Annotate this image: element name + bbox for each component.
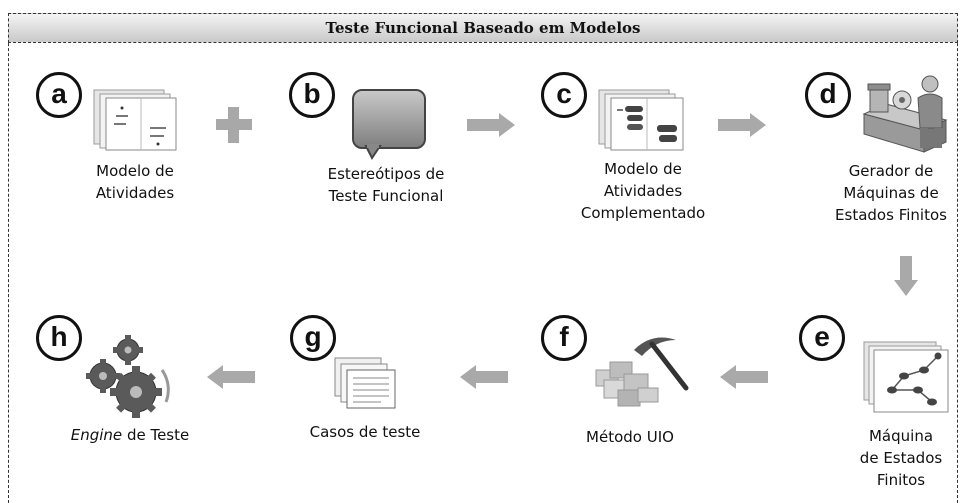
- label-line: Modelo de: [604, 160, 682, 178]
- activity-diagram-icon: [93, 89, 177, 151]
- badge-b: b: [289, 72, 335, 118]
- label-rest: de Teste: [122, 426, 190, 444]
- label-line: Casos de teste: [309, 423, 421, 441]
- label-casos-teste: Casos de teste: [300, 421, 430, 443]
- label-line: Máquinas de: [843, 184, 939, 202]
- label-line: de Estados: [859, 449, 943, 467]
- label-line: Gerador de: [848, 162, 934, 180]
- label-italic: Engine: [70, 426, 123, 444]
- pickaxe-blocks-icon: [595, 337, 689, 407]
- generator-machine-icon: [862, 75, 948, 153]
- arrow-down-icon: [894, 256, 918, 296]
- label-line: Estados Finitos: [835, 206, 947, 224]
- arrow-left-icon: [207, 365, 255, 389]
- badge-h: h: [36, 315, 82, 361]
- arrow-right-icon: [467, 113, 515, 137]
- speech-bubble-icon: [352, 89, 426, 160]
- label-line: Teste Funcional: [328, 187, 444, 205]
- arrow-left-icon: [720, 365, 768, 389]
- badge-a: a: [36, 72, 82, 118]
- label-line: Complementado: [580, 204, 706, 222]
- annotated-diagram-icon: [598, 89, 684, 151]
- state-machine-icon: [863, 341, 949, 413]
- diagram-frame: [8, 13, 958, 503]
- label-line: Atividades: [95, 184, 175, 202]
- badge-f: f: [541, 315, 587, 361]
- label-estereotipos: Estereótipos de Teste Funcional: [306, 163, 466, 207]
- plus-icon: [216, 107, 252, 143]
- badge-d: d: [805, 72, 851, 118]
- badge-g: g: [290, 315, 336, 361]
- badge-c: c: [541, 72, 587, 118]
- label-metodo-uio: Método UIO: [565, 426, 695, 448]
- label-modelo-atividades: Modelo de Atividades: [70, 160, 200, 204]
- gears-icon: [86, 335, 170, 418]
- label-line: Máquina: [868, 427, 934, 445]
- label-line: Método UIO: [586, 428, 674, 446]
- label-maquina-estados: Máquina de Estados Finitos: [846, 425, 956, 491]
- label-line: Modelo de: [96, 162, 174, 180]
- label-modelo-complementado: Modelo de Atividades Complementado: [568, 158, 718, 224]
- label-line: Finitos: [876, 471, 926, 489]
- arrow-left-icon: [460, 365, 508, 389]
- label-line: Estereótipos de: [327, 165, 445, 183]
- label-gerador: Gerador de Máquinas de Estados Finitos: [826, 160, 956, 226]
- documents-stack-icon: [334, 357, 396, 409]
- diagram-title: Teste Funcional Baseado em Modelos: [8, 13, 958, 43]
- badge-e: e: [799, 315, 845, 361]
- label-engine-teste: Engine de Teste: [55, 424, 205, 446]
- arrow-right-icon: [718, 113, 766, 137]
- label-line: Atividades: [603, 182, 683, 200]
